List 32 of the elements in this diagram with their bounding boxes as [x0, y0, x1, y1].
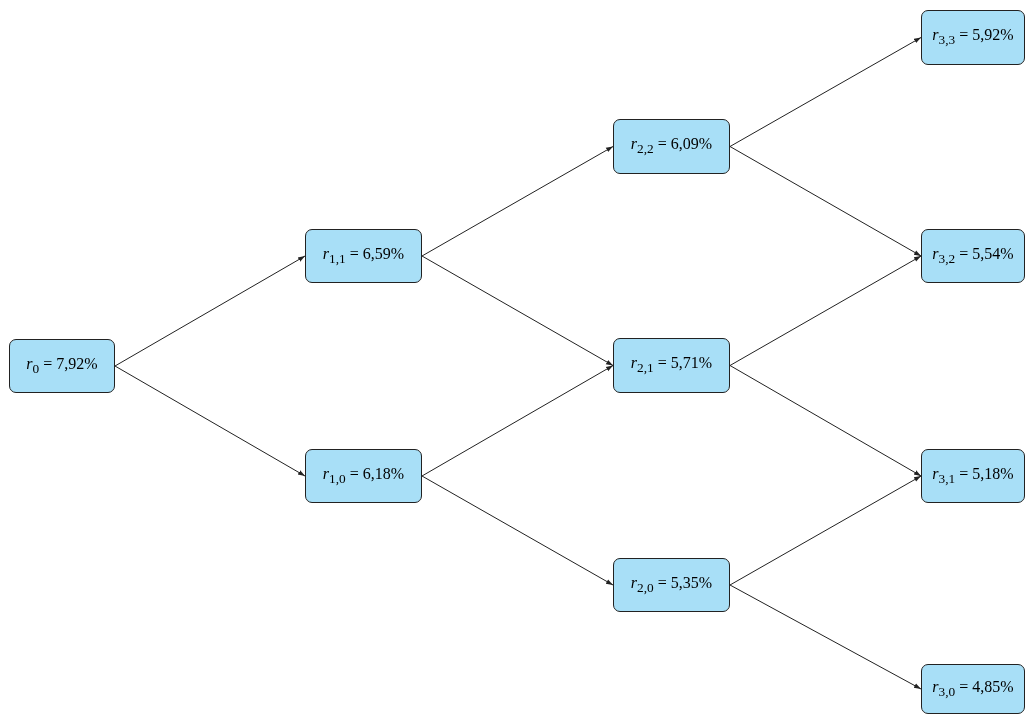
rate-label: r$_{2,2}$ = 6,09%: [630, 135, 713, 158]
rate-box: [9, 339, 115, 393]
rate-box: [613, 338, 730, 393]
arrow: [729, 365, 922, 477]
rate-label: r$_{3,1}$ = 5,18%: [932, 464, 1014, 488]
rate-label: r$_{1,1}$ = 6,59%: [322, 244, 405, 268]
rate-box: [921, 10, 1025, 65]
rate-label: r$_{2,1}$ = 5,71%: [630, 354, 713, 377]
rate-box: [921, 664, 1025, 714]
rate-label: r$_{1,0}$ = 6,18%: [322, 464, 405, 488]
arrow: [729, 255, 922, 366]
rate-label: r$_{3,0}$ = 4,85%: [932, 677, 1014, 701]
arrow: [421, 146, 614, 257]
rate-box: [613, 558, 730, 612]
rate-label: r$_{2,0}$ = 5,35%: [630, 573, 713, 597]
rate-box: [921, 449, 1025, 503]
rate-label: r$_{3,2}$ = 5,54%: [932, 244, 1014, 268]
arrow: [729, 584, 922, 690]
rate-box: [613, 119, 730, 174]
arrow: [421, 365, 614, 477]
rate-box: [305, 449, 422, 503]
arrow: [729, 146, 922, 257]
rate-label: r$_{3,3}$ = 5,92%: [932, 26, 1014, 49]
arrow: [729, 475, 922, 586]
arrow: [421, 475, 614, 586]
arrow: [729, 37, 922, 147]
arrow: [421, 255, 614, 366]
rate-box: [921, 229, 1025, 283]
arrow: [114, 255, 306, 367]
rate-label: r$_{0}$ = 7,92%: [26, 354, 98, 378]
rate-box: [305, 229, 422, 283]
arrow: [114, 365, 306, 477]
